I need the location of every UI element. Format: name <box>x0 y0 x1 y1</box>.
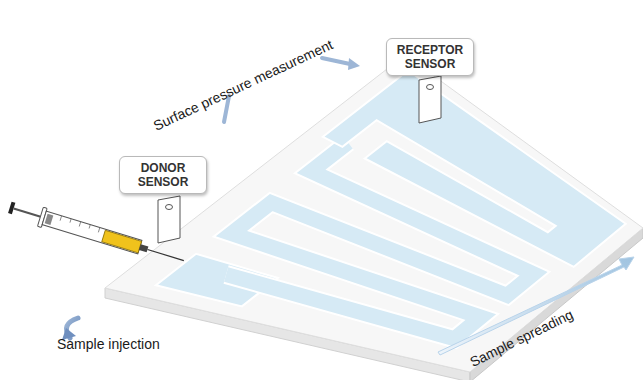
sensor-label-box: DONOR SENSOR <box>119 156 207 194</box>
annotation-label: Surface pressure measurement <box>151 36 335 133</box>
pressure-arrow <box>322 58 350 64</box>
channel <box>323 71 626 267</box>
sensor-label-box: RECEPTOR SENSOR <box>386 38 474 76</box>
annotation-label: Sample injection <box>57 336 160 352</box>
donor-sensor-plate <box>158 196 180 243</box>
receptor-sensor-plate <box>419 76 441 123</box>
sensor-label: RECEPTOR SENSOR <box>393 43 467 71</box>
arrow-head <box>348 58 360 70</box>
sensor-label: DONOR SENSOR <box>126 161 200 189</box>
syringe <box>7 198 187 270</box>
spreading-arrow <box>438 257 634 355</box>
